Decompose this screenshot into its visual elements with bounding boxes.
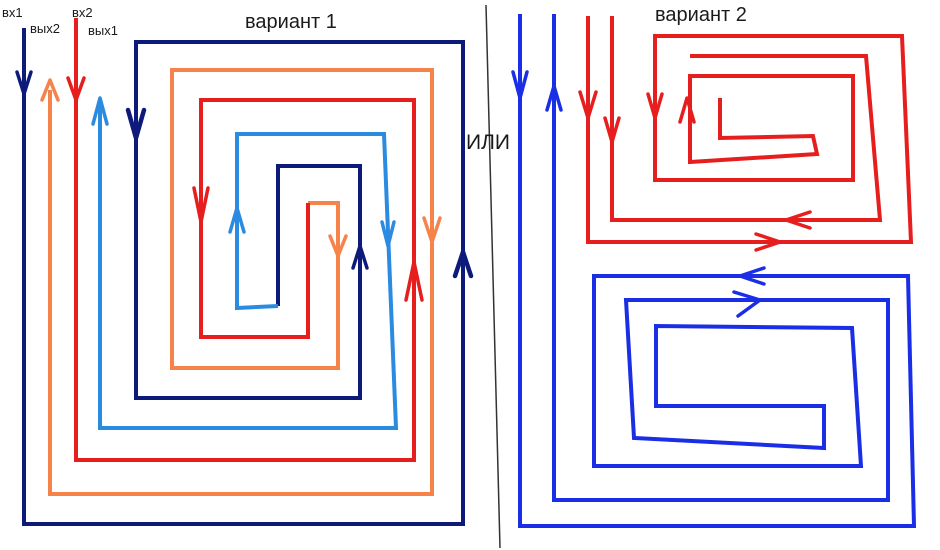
- arrow-down-icon: [125, 107, 147, 141]
- lightblue-loop: [98, 100, 399, 430]
- arrow-up-icon: [678, 96, 696, 124]
- variant2-diagram: [518, 14, 917, 528]
- arrow-down-icon: [646, 92, 664, 120]
- label-out2: вых2: [30, 21, 60, 36]
- label-in2: вх2: [72, 5, 93, 20]
- label-out1: вых1: [88, 23, 118, 38]
- arrow-down-icon: [192, 186, 210, 224]
- variant1-title: вариант 1: [245, 11, 337, 33]
- arrow-up-icon: [40, 78, 60, 102]
- arrow-down-icon: [328, 234, 348, 258]
- arrow-down-icon: [511, 70, 529, 100]
- arrow-up-icon: [228, 206, 246, 234]
- arrow-left-icon: [738, 266, 766, 286]
- arrow-right-icon: [754, 232, 782, 252]
- arrow-down-icon: [66, 76, 86, 102]
- divider-line: [485, 4, 501, 549]
- or-text: ИЛИ: [466, 131, 510, 154]
- arrow-down-icon: [578, 90, 598, 120]
- arrow-down-icon: [603, 116, 621, 144]
- variant2-blue-spiral: [518, 14, 917, 528]
- arrow-down-icon: [380, 220, 396, 248]
- orange-loop: [48, 68, 434, 496]
- arrow-down-icon: [422, 216, 442, 244]
- label-in1: вх1: [2, 5, 23, 20]
- variant1-arrows: [15, 70, 474, 302]
- arrow-up-icon: [452, 249, 474, 279]
- variant2-red-spiral-inner: [610, 16, 883, 222]
- arrow-up-icon: [91, 96, 109, 126]
- red-loop: [74, 18, 416, 462]
- arrow-down-icon: [15, 70, 33, 96]
- arrow-up-icon: [404, 260, 424, 302]
- variant2-arrows: [511, 70, 812, 318]
- navy-loop: [22, 28, 465, 526]
- variant1-diagram: [22, 18, 465, 526]
- variant2-red-spiral: [586, 16, 914, 244]
- arrow-left-icon: [784, 210, 812, 230]
- arrow-up-icon: [351, 244, 369, 270]
- arrow-up-icon: [545, 84, 563, 112]
- variant2-title: вариант 2: [655, 4, 747, 26]
- arrow-right-icon: [732, 290, 762, 318]
